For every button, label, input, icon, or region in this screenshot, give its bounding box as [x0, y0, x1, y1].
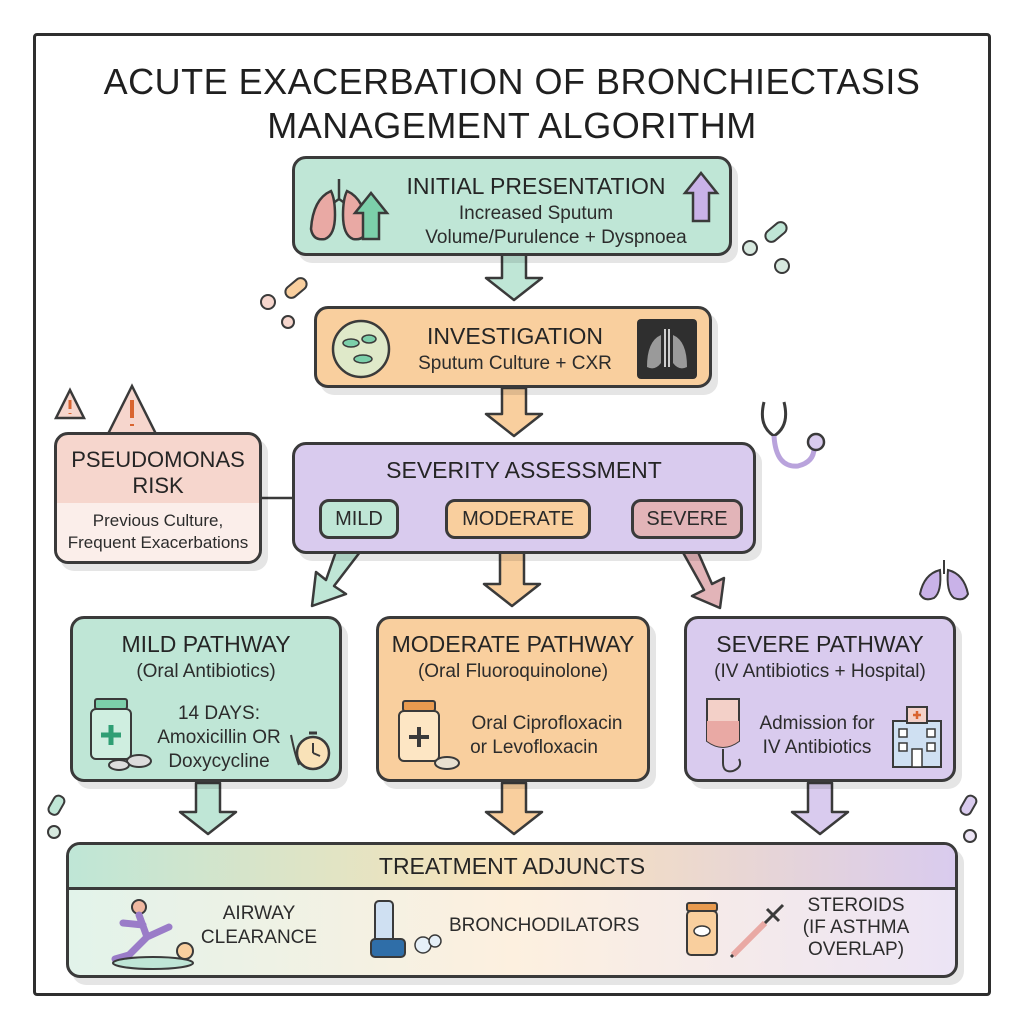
pseudomonas-line-1: Previous Culture, — [92, 511, 224, 530]
moderate-pathway-line-2: or Levofloxacin — [470, 737, 598, 758]
initial-heading: INITIAL PRESENTATION — [406, 173, 666, 199]
arrow-severe-to-adjuncts — [790, 781, 850, 836]
severity-heading: SEVERITY ASSESSMENT — [386, 457, 662, 483]
severity-assessment-box: SEVERITY ASSESSMENT MILD MODERATE SEVERE — [292, 442, 756, 554]
severe-pathway-sub: (IV Antibiotics + Hospital) — [714, 661, 926, 682]
arrow-moderate-to-adjuncts — [484, 781, 544, 836]
pseudomonas-line-2: Frequent Exacerbations — [67, 533, 249, 552]
diagram-title: ACUTE EXACERBATION OF BRONCHIECTASIS MAN… — [40, 60, 984, 148]
adjuncts-header-band — [69, 845, 955, 890]
moderate-pathway-sub: (Oral Fluoroquinolone) — [417, 661, 609, 682]
adjunct-airway-line-2: CLEARANCE — [200, 927, 318, 948]
up-arrow-icon — [682, 170, 720, 223]
severe-pathway-line-2: IV Antibiotics — [762, 737, 872, 758]
stopwatch-icon — [290, 731, 331, 771]
initial-presentation-box: INITIAL PRESENTATION Increased Sputum Vo… — [292, 156, 732, 256]
pseudomonas-risk-box: PSEUDOMONAS RISK Previous Culture, Frequ… — [54, 432, 262, 564]
moderate-pathway-line-1: Oral Ciprofloxacin — [471, 713, 623, 734]
investigation-box: INVESTIGATION Sputum Culture + CXR — [314, 306, 712, 388]
investigation-detail: Sputum Culture + CXR — [418, 353, 612, 374]
adjunct-steroids-line-2: (IF ASTHMA — [802, 917, 910, 938]
pseudomonas-detail-panel — [57, 503, 259, 561]
adjunct-steroids-line-1: STEROIDS — [807, 895, 905, 916]
arrow-initial-to-investigation — [484, 250, 544, 302]
adjuncts-heading: TREATMENT ADJUNCTS — [378, 853, 646, 879]
mild-chip: MILD — [319, 499, 399, 539]
moderate-pathway-box: MODERATE PATHWAY (Oral Fluoroquinolone) … — [376, 616, 650, 782]
iv-bag-icon — [706, 698, 742, 773]
investigation-heading: INVESTIGATION — [427, 323, 603, 349]
initial-line-2: Volume/Purulence + Dyspnoea — [425, 227, 687, 248]
severe-pathway-box: SEVERE PATHWAY (IV Antibiotics + Hospita… — [684, 616, 956, 782]
warning-icon — [53, 383, 159, 436]
mild-pathway-box: MILD PATHWAY (Oral Antibiotics) 14 DAYS:… — [70, 616, 342, 782]
pill-bottle-icon — [398, 700, 460, 770]
initial-line-1: Increased Sputum — [458, 203, 614, 224]
title-line-1: ACUTE EXACERBATION OF BRONCHIECTASIS — [103, 61, 921, 102]
adjunct-airway-line-1: AIRWAY — [222, 903, 296, 924]
moderate-chip: MODERATE — [445, 499, 591, 539]
hospital-icon — [892, 706, 942, 768]
exercise-figure-icon — [111, 899, 194, 970]
small-lungs-icon — [918, 560, 970, 601]
syringe-icon — [686, 902, 785, 959]
mild-pathway-line-2: Amoxicillin OR — [157, 727, 281, 748]
arrow-mild-branch — [310, 538, 362, 608]
pseudomonas-heading-1: PSEUDOMONAS — [71, 447, 245, 472]
arrow-severe-branch — [674, 538, 726, 610]
severe-pathway-line-1: Admission for — [759, 713, 875, 734]
treatment-adjuncts-box: TREATMENT ADJUNCTS AIRWAY CLEARANCE BRON… — [66, 842, 958, 978]
stethoscope-icon — [760, 401, 826, 469]
mild-pathway-line-3: Doxycycline — [168, 751, 270, 772]
lungs-icon — [309, 179, 390, 241]
adjunct-bronchodilators: BRONCHODILATORS — [449, 915, 640, 936]
chest-xray-icon — [637, 319, 697, 379]
inhaler-icon — [370, 900, 442, 958]
arrow-investigation-to-severity — [484, 386, 544, 438]
adjunct-steroids-line-3: OVERLAP) — [807, 939, 905, 960]
diagram-frame — [33, 33, 991, 996]
severe-pathway-heading: SEVERE PATHWAY — [716, 631, 924, 657]
mild-pathway-line-1: 14 DAYS: — [177, 703, 261, 724]
moderate-pathway-heading: MODERATE PATHWAY — [391, 631, 635, 657]
title-line-2: MANAGEMENT ALGORITHM — [267, 105, 757, 146]
pseudomonas-heading-2: RISK — [132, 473, 184, 498]
mild-pathway-heading: MILD PATHWAY — [121, 631, 291, 657]
arrow-mild-to-adjuncts — [178, 781, 238, 836]
bacteria-dish-icon — [331, 319, 391, 379]
mild-pathway-sub: (Oral Antibiotics) — [136, 661, 276, 682]
severe-chip: SEVERE — [631, 499, 743, 539]
pill-bottle-icon — [90, 698, 152, 771]
